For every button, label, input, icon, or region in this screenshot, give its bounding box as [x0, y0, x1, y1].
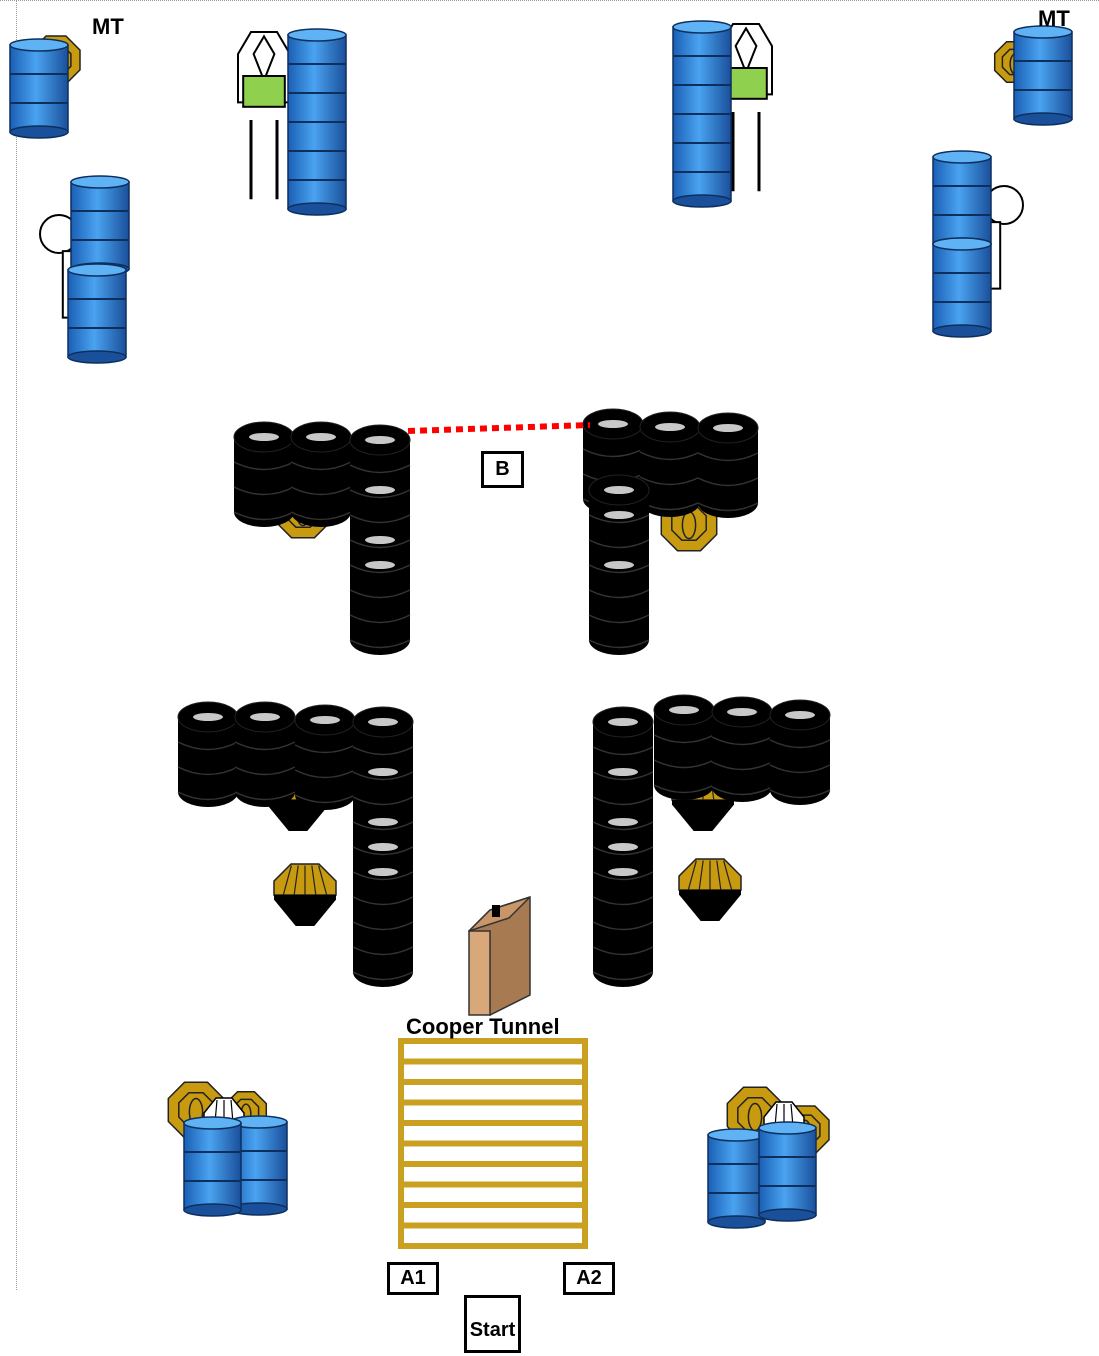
- tire-stack: [698, 413, 758, 518]
- tire-stack: [234, 422, 294, 527]
- tire-stack: [589, 475, 649, 655]
- steel-popper-target: [274, 864, 336, 926]
- barrel: [10, 39, 68, 138]
- barrel: [933, 238, 991, 337]
- tire-stack: [291, 422, 351, 527]
- tire-stack: [770, 700, 830, 805]
- tire-stack: [353, 707, 413, 987]
- tire-stack: [235, 702, 295, 807]
- position-b-marker: B: [481, 451, 524, 488]
- barrel: [933, 151, 991, 250]
- steel-targets-group: [32, 36, 1035, 1154]
- tire-stack: [654, 695, 714, 800]
- briefcase-prop: [469, 897, 530, 1015]
- tunnel-slat: [401, 1120, 585, 1126]
- barrel: [708, 1129, 765, 1228]
- misc-group: [408, 425, 590, 1015]
- barrel: [71, 176, 129, 275]
- barrel: [673, 21, 731, 207]
- mt-label-right: MT: [1038, 6, 1070, 32]
- cooper-tunnel-group: [401, 1041, 585, 1246]
- mt-label-left: MT: [92, 14, 124, 40]
- tunnel-slat: [401, 1079, 585, 1085]
- tire-stack: [593, 707, 653, 987]
- tunnel-slat: [401, 1100, 585, 1106]
- fault-line: [408, 425, 590, 431]
- paper-targets-group: [40, 24, 1023, 1140]
- tunnel-slat: [401, 1202, 585, 1208]
- barrel: [184, 1117, 241, 1216]
- paper-target: [238, 32, 290, 199]
- barrel: [1014, 26, 1072, 125]
- position-a1-marker: A1: [387, 1262, 439, 1295]
- tunnel-slat: [401, 1182, 585, 1188]
- start-position-marker: Start: [464, 1295, 521, 1353]
- tire-stack: [712, 697, 772, 802]
- tire-stack: [178, 702, 238, 807]
- tunnel-slat: [401, 1161, 585, 1167]
- tire-stack: [350, 425, 410, 655]
- cooper-tunnel-label: Cooper Tunnel: [406, 1014, 560, 1040]
- tire-stack: [295, 705, 355, 810]
- tunnel-slat: [401, 1141, 585, 1147]
- steel-popper-target: [679, 859, 741, 921]
- position-a2-marker: A2: [563, 1262, 615, 1295]
- barrel: [759, 1122, 816, 1221]
- tunnel-slat: [401, 1223, 585, 1229]
- barrel: [288, 29, 346, 215]
- barrel: [68, 264, 126, 363]
- tunnel-slat: [401, 1059, 585, 1065]
